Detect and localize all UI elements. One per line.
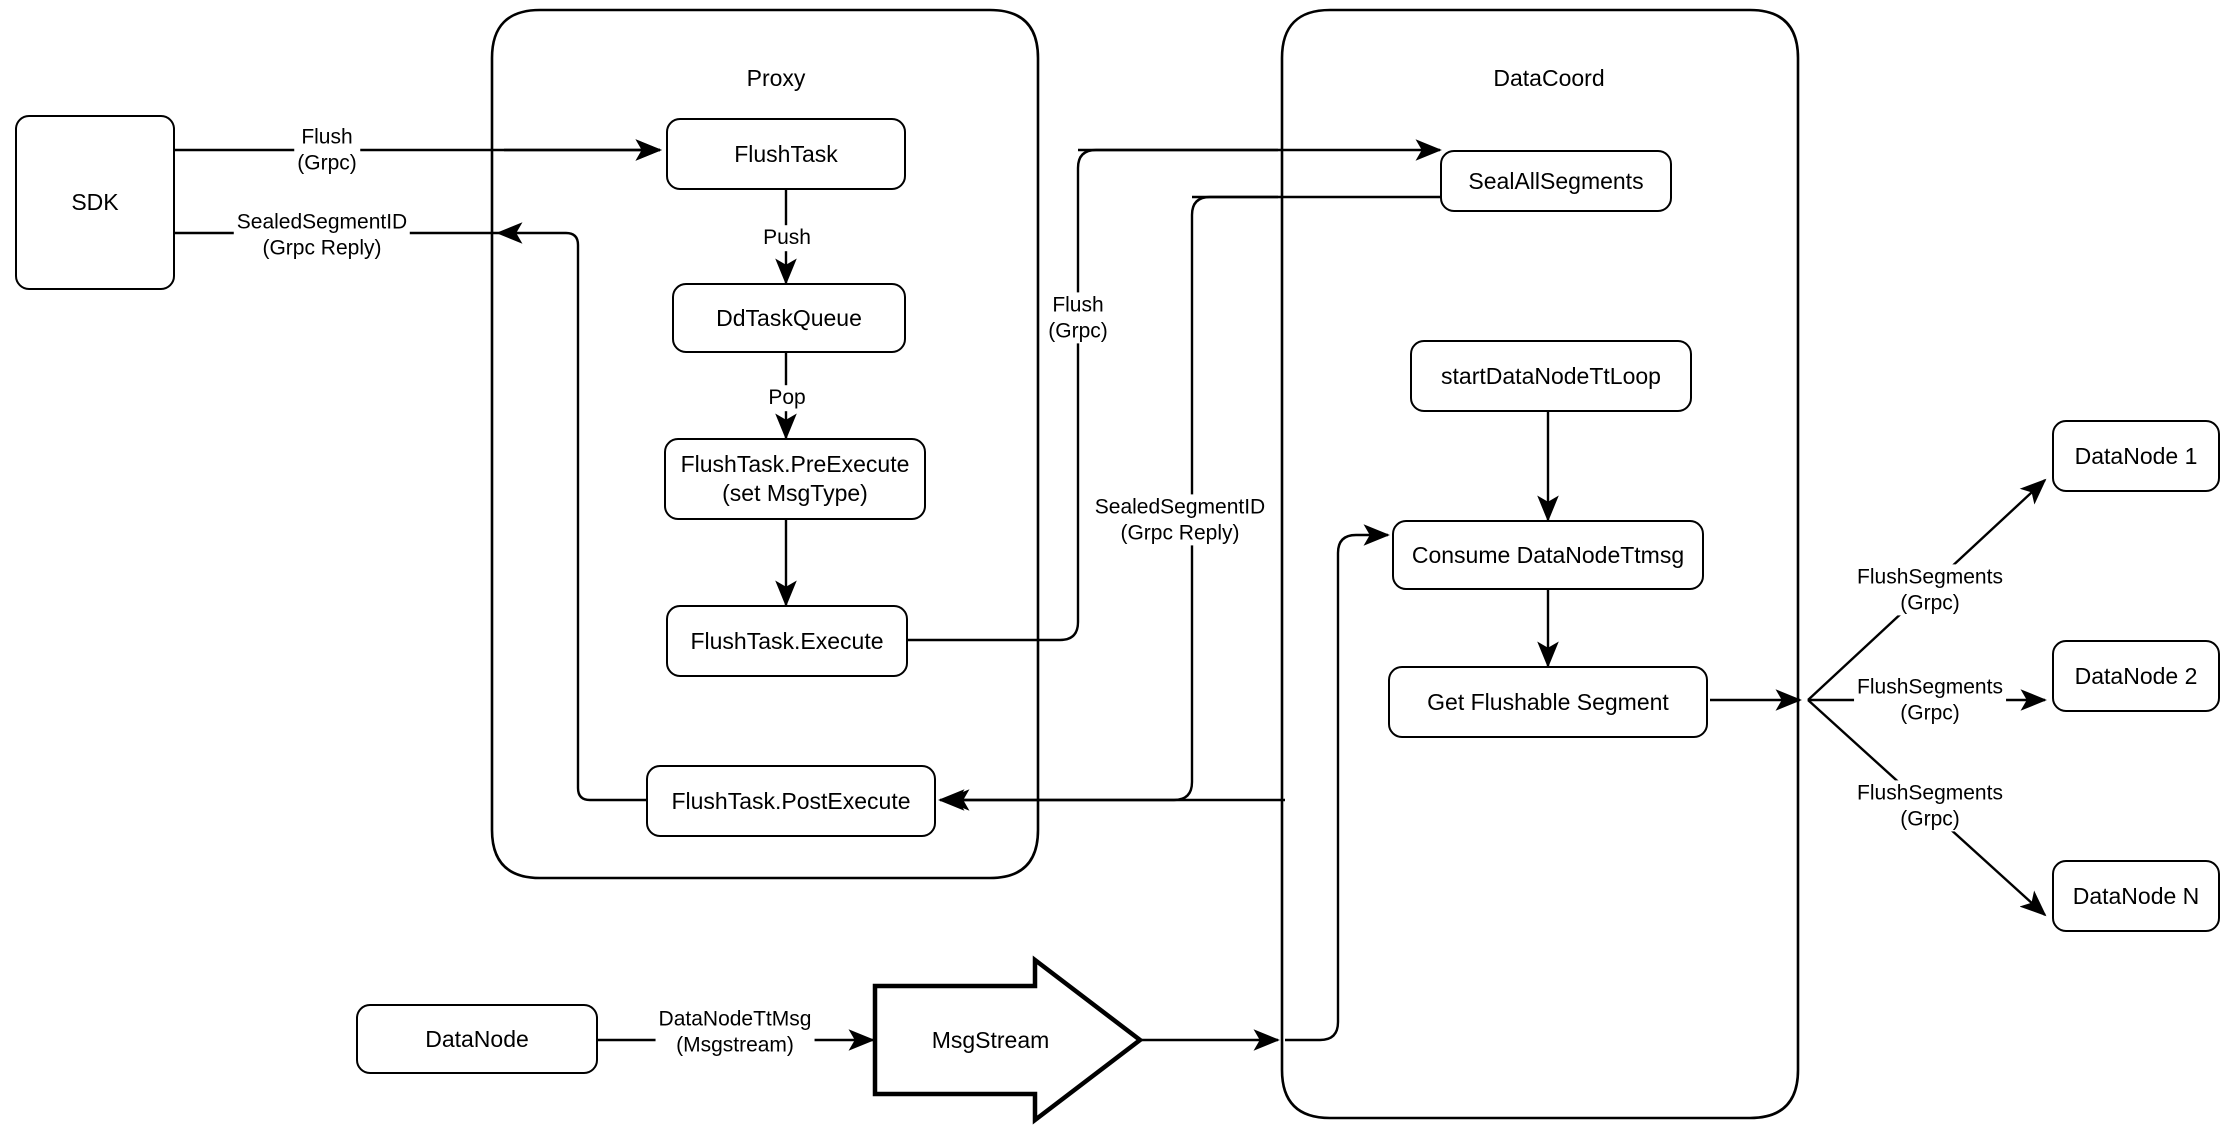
- node-msgstream[interactable]: MsgStream: [875, 960, 1140, 1120]
- node-datanode-1[interactable]: DataNode 1: [2052, 420, 2220, 492]
- node-dd-task-queue[interactable]: DdTaskQueue: [672, 283, 906, 353]
- node-seal-all-segments[interactable]: SealAllSegments: [1440, 150, 1672, 212]
- edge-label-sdk-to-proxy: Flush (Grpc): [294, 124, 360, 176]
- node-get-flushable-segment[interactable]: Get Flushable Segment: [1388, 666, 1708, 738]
- container-title-datacoord: DataCoord: [1493, 65, 1605, 91]
- node-datanode-source[interactable]: DataNode: [356, 1004, 598, 1074]
- edge-label-pop: Pop: [765, 385, 809, 411]
- edge-postexecute-to-reply: [496, 222, 650, 802]
- edge-label-proxy-to-sdk: SealedSegmentID (Grpc Reply): [233, 209, 411, 261]
- node-flush-task-pre-execute[interactable]: FlushTask.PreExecute (set MsgType): [664, 438, 926, 520]
- node-consume-datanode-ttmsg[interactable]: Consume DataNodeTtmsg: [1392, 520, 1704, 590]
- edge-execute-to-datacoord: [908, 139, 1442, 642]
- edge-label-datanode-ttmsg: DataNodeTtMsg (Msgstream): [655, 1006, 815, 1058]
- edge-label-flush-segments-1: FlushSegments (Grpc): [1854, 564, 2006, 616]
- node-flush-task[interactable]: FlushTask: [666, 118, 906, 190]
- msgstream-label: MsgStream: [931, 1026, 1050, 1053]
- container-datacoord-outline: [1280, 8, 1800, 1120]
- edge-label-push: Push: [760, 225, 814, 251]
- edge-label-flush-segments-2: FlushSegments (Grpc): [1854, 674, 2006, 726]
- msgstream-block-arrow: [872, 955, 1144, 1125]
- node-flush-task-execute[interactable]: FlushTask.Execute: [666, 605, 908, 677]
- edge-label-proxy-to-datacoord: Flush (Grpc): [1045, 292, 1111, 344]
- node-sdk[interactable]: SDK: [15, 115, 175, 290]
- container-proxy-outline: [490, 8, 1040, 880]
- node-flush-task-post-execute[interactable]: FlushTask.PostExecute: [646, 765, 936, 837]
- edge-label-flush-segments-n: FlushSegments (Grpc): [1854, 780, 2006, 832]
- node-datanode-n[interactable]: DataNode N: [2052, 860, 2220, 932]
- node-start-datanode-tt-loop[interactable]: startDataNodeTtLoop: [1410, 340, 1692, 412]
- node-datanode-2[interactable]: DataNode 2: [2052, 640, 2220, 712]
- edge-datacoord-in-to-consume: [1285, 524, 1390, 1042]
- container-title-proxy: Proxy: [746, 65, 806, 91]
- edge-label-datacoord-to-proxy: SealedSegmentID (Grpc Reply): [1091, 494, 1269, 546]
